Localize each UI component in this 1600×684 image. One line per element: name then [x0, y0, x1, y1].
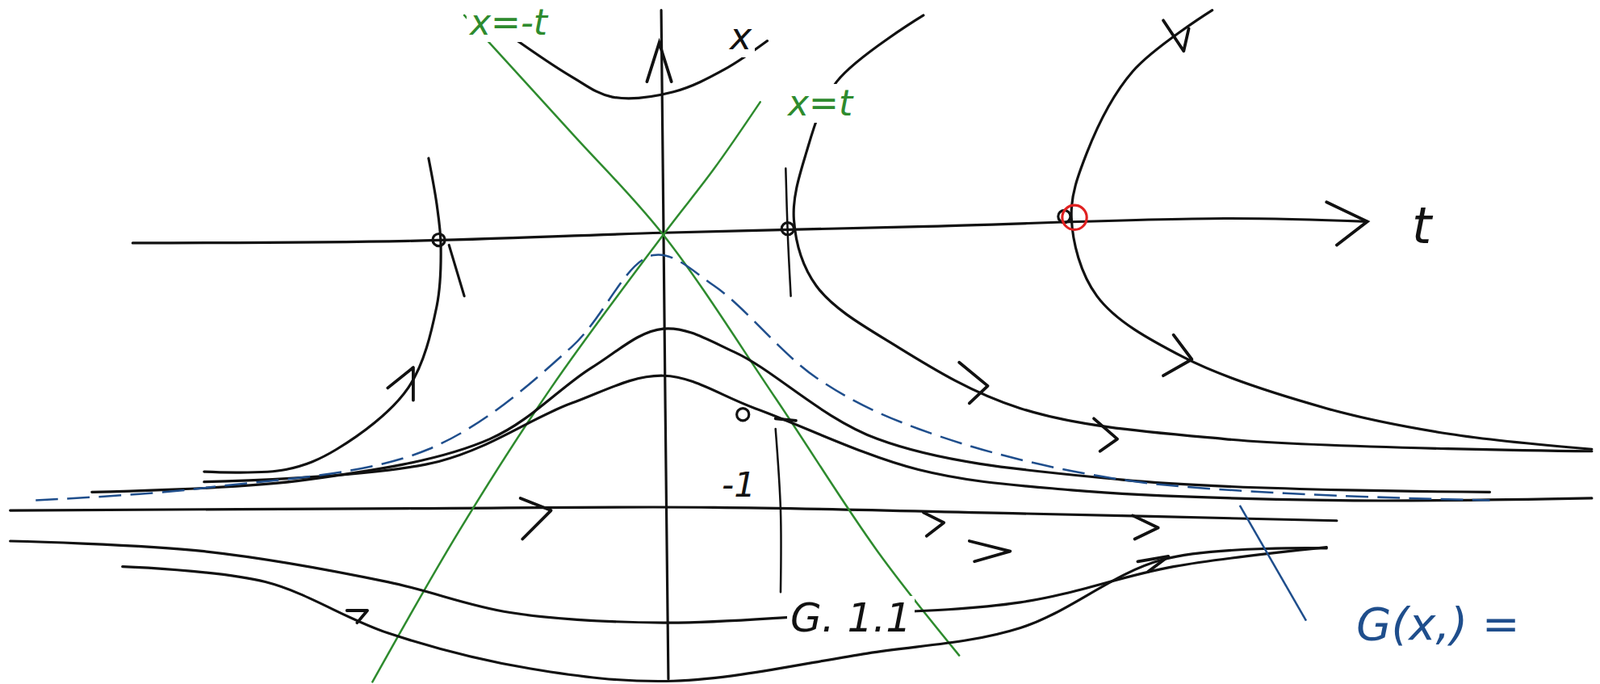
axis-label: x: [726, 16, 755, 58]
line-label: x=-t: [466, 3, 551, 42]
tick: [775, 428, 782, 592]
direction-arrow: [520, 498, 552, 540]
diagonal-x-t: [372, 101, 760, 682]
highlight-circle: [1062, 205, 1087, 230]
direction-arrow: [923, 512, 944, 537]
direction-arrow: [1132, 515, 1159, 539]
solution-curve: [10, 540, 1328, 623]
equilibrium-point: [432, 233, 445, 246]
figure-label: G. 1.1: [787, 595, 915, 641]
line-label: x=t: [784, 83, 856, 123]
equilibrium-point: [737, 408, 750, 421]
direction-arrow: [1163, 335, 1192, 377]
solution-curve: [448, 244, 465, 296]
solution-curve: [122, 548, 1328, 682]
direction-arrow: [1163, 20, 1190, 51]
diagonal-x-minus-t: [464, 15, 960, 656]
t-arrowhead: [1326, 201, 1368, 245]
function-label: G(x,) =: [1352, 598, 1524, 650]
x-axis: [661, 10, 669, 679]
direction-arrow: [959, 362, 988, 404]
direction-arrow: [387, 367, 414, 400]
equilibrium-point: [781, 222, 794, 235]
solution-curve: [793, 15, 1592, 452]
direction-arrow: [347, 610, 368, 623]
axis-label: t: [1408, 198, 1435, 254]
solution-curve: [204, 158, 441, 473]
direction-arrow: [969, 540, 1011, 562]
x-arrowhead: [646, 42, 671, 82]
leader-line: [1239, 505, 1307, 621]
t-axis: [132, 218, 1367, 243]
separatrix: [35, 254, 1490, 500]
direction-arrow: [1093, 418, 1118, 451]
solution-curve: [92, 328, 1491, 493]
direction-arrow: [775, 418, 796, 421]
solution-curve: [1071, 10, 1592, 450]
value-label: -1: [718, 466, 759, 504]
tick: [785, 168, 791, 297]
direction-arrow: [1137, 556, 1169, 572]
